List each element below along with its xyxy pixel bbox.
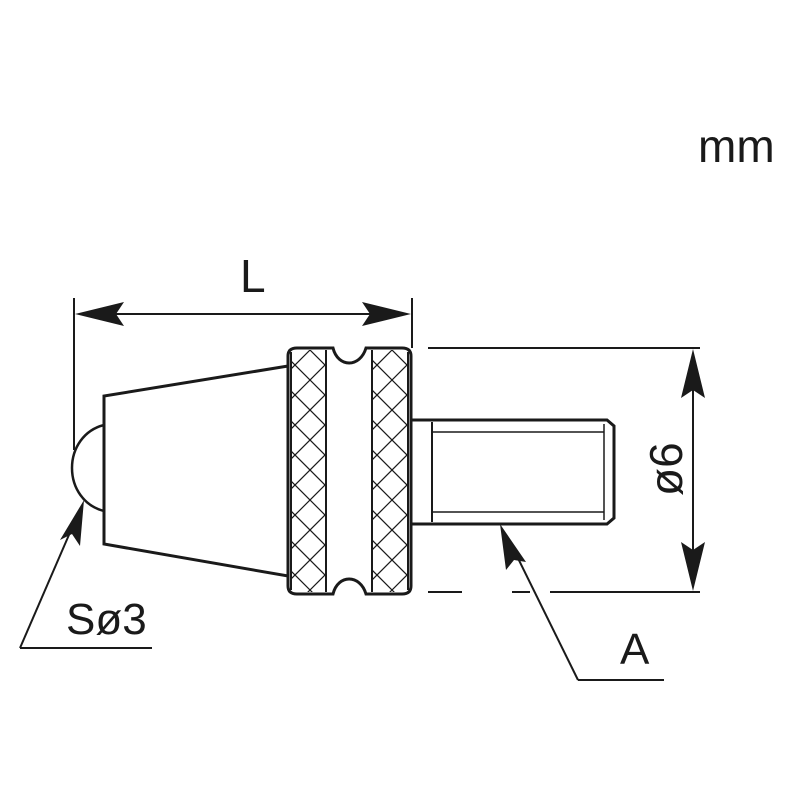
length-label: L bbox=[240, 250, 266, 302]
threaded-stem bbox=[411, 418, 616, 526]
diameter-label: ø6 bbox=[640, 442, 692, 496]
ball-diameter-label: Sø3 bbox=[66, 595, 147, 644]
arrowhead-bottom bbox=[681, 542, 705, 591]
leader-arrowhead-ball bbox=[60, 500, 84, 546]
knurl-pattern-left bbox=[291, 350, 325, 592]
diameter-dimension: ø6 bbox=[428, 347, 705, 593]
length-dimension: L bbox=[73, 250, 413, 450]
unit-label: mm bbox=[698, 120, 775, 172]
arrowhead-right bbox=[362, 302, 411, 326]
ball-tip bbox=[70, 423, 105, 513]
arrowhead-top bbox=[681, 349, 705, 398]
leader-arrowhead-thread bbox=[500, 524, 526, 570]
knurled-collar bbox=[286, 346, 413, 596]
thread-label: A bbox=[620, 625, 650, 674]
tapered-body bbox=[102, 364, 290, 578]
thread-leader: A bbox=[500, 524, 664, 681]
ball-diameter-leader: Sø3 bbox=[19, 500, 152, 649]
knurl-pattern-right bbox=[373, 350, 409, 592]
arrowhead-left bbox=[75, 302, 124, 326]
